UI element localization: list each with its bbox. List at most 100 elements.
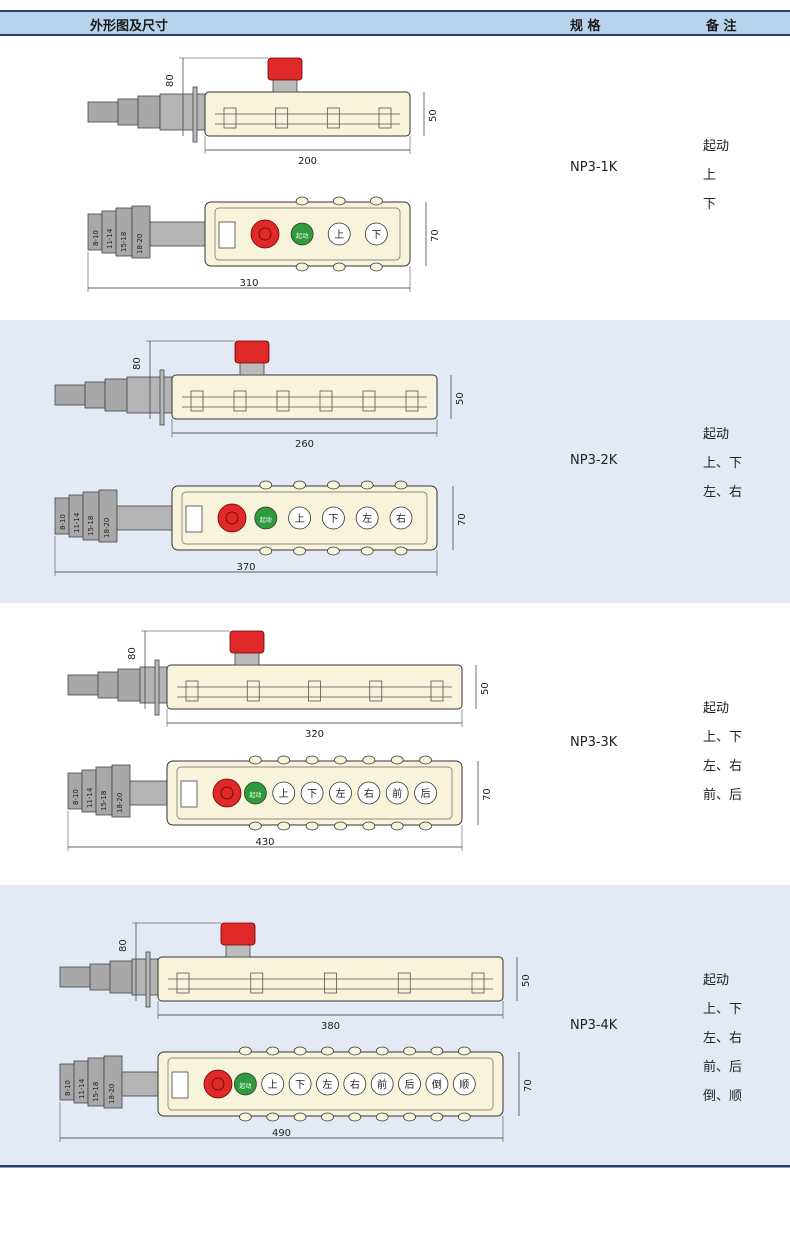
- button-label: 后: [421, 788, 431, 800]
- note-item: 前、后: [703, 788, 743, 803]
- direction-button: [357, 781, 381, 805]
- button-label: 起动: [296, 232, 308, 240]
- label-window: [180, 780, 198, 808]
- cable-size-label: 11-14: [106, 228, 114, 249]
- button-label: 右: [396, 512, 406, 525]
- notes-list: 起动上、下左、右前、后: [703, 694, 742, 810]
- notes-list: 起动上、下左、右前、后倒、顺: [703, 966, 742, 1111]
- button-label: 顺: [459, 1079, 469, 1091]
- dim-label-width: 70: [482, 788, 493, 801]
- direction-button: [329, 781, 352, 805]
- button-label: 上: [268, 1079, 278, 1091]
- cable-size-label: 18-20: [108, 1084, 116, 1104]
- enclosure-rib: [397, 972, 411, 994]
- table-bottom-border: [0, 1165, 790, 1168]
- estop-button: [220, 922, 256, 946]
- cable-size-label: 8-10: [64, 1080, 72, 1096]
- cable-size-label: 15-18: [87, 516, 95, 536]
- direction-button: [398, 1072, 421, 1096]
- enclosure-rib: [185, 680, 199, 702]
- cable-gland: [87, 93, 206, 131]
- button-label: 左: [335, 787, 345, 800]
- enclosure-rib: [430, 680, 444, 702]
- button-label: 下: [371, 230, 381, 241]
- direction-button: [385, 781, 409, 805]
- direction-button: [425, 1072, 449, 1096]
- notes-list: 起动上下: [703, 132, 729, 219]
- notes-list: 起动上、下左、右: [703, 420, 742, 507]
- dim-label-length: 320: [305, 729, 324, 740]
- direction-button: [327, 222, 351, 246]
- direction-button: [261, 1072, 285, 1096]
- enclosure-rib: [405, 390, 419, 412]
- button-label: 前: [377, 1078, 387, 1091]
- col-drawing-header: 外形图及尺寸: [90, 19, 169, 34]
- note-item: 左、右: [703, 1031, 743, 1046]
- note-item: 左、右: [703, 759, 743, 774]
- enclosure-rib: [308, 680, 321, 702]
- estop-button-front: [250, 219, 280, 249]
- cable-size-label: 8-10: [59, 514, 67, 530]
- enclosure-rib: [246, 680, 260, 702]
- estop-button: [234, 340, 270, 364]
- direction-button: [364, 222, 388, 246]
- direction-button: [300, 781, 324, 805]
- enclosure-rib: [326, 107, 340, 129]
- dim-label-width: 70: [523, 1079, 534, 1092]
- cable-size-label: 15-18: [92, 1082, 100, 1102]
- direction-button: [288, 506, 311, 530]
- dim-label-total-length: 430: [255, 837, 274, 848]
- button-label: 起动: [249, 791, 261, 799]
- note-item: 左、右: [703, 485, 743, 500]
- label-window: [185, 505, 203, 533]
- cable-gland: [59, 958, 159, 996]
- note-item: 上、下: [703, 1002, 743, 1017]
- button-label: 上: [334, 229, 344, 241]
- enclosure-rib: [324, 972, 337, 994]
- enclosure-rib: [362, 390, 376, 412]
- enclosure-rib: [471, 972, 485, 994]
- cable-size-label: 11-14: [86, 787, 94, 808]
- button-label: 左: [322, 1078, 332, 1091]
- direction-button: [355, 506, 379, 530]
- direction-button: [370, 1072, 394, 1096]
- enclosure-rib: [176, 972, 190, 994]
- direction-button: [316, 1072, 339, 1096]
- hanger-pin: [192, 86, 198, 143]
- product-row: [0, 885, 790, 1167]
- estop-button-front: [203, 1069, 233, 1099]
- cable-gland: [54, 376, 173, 414]
- dim-label-length: 260: [295, 439, 314, 450]
- dim-label-total-length: 490: [272, 1128, 291, 1139]
- dim-label-body-height: 50: [480, 682, 491, 695]
- direction-button: [389, 506, 413, 530]
- button-label: 倒: [432, 1079, 442, 1091]
- enclosure-rib: [378, 107, 392, 129]
- button-label: 下: [295, 1080, 305, 1091]
- label-window: [218, 221, 236, 249]
- cable-size-label: 15-18: [120, 232, 128, 252]
- dim-label-height: 80: [132, 357, 143, 370]
- dim-label-width: 70: [430, 229, 441, 242]
- dim-label-body-height: 50: [428, 109, 439, 122]
- button-label: 前: [392, 787, 402, 800]
- direction-button: [288, 1072, 312, 1096]
- note-item: 倒、顺: [703, 1089, 743, 1104]
- button-label: 上: [295, 513, 305, 525]
- dim-label-height: 80: [165, 74, 176, 87]
- label-window: [171, 1071, 189, 1099]
- cable-size-label: 18-20: [136, 234, 144, 254]
- direction-button: [343, 1072, 367, 1096]
- direction-button: [321, 506, 345, 530]
- dim-label-total-length: 310: [239, 278, 258, 289]
- enclosure-rib: [223, 107, 237, 129]
- dim-label-height: 80: [118, 939, 129, 952]
- button-label: 右: [364, 787, 374, 800]
- button-label: 右: [350, 1078, 360, 1091]
- cable-size-label: 18-20: [116, 793, 124, 813]
